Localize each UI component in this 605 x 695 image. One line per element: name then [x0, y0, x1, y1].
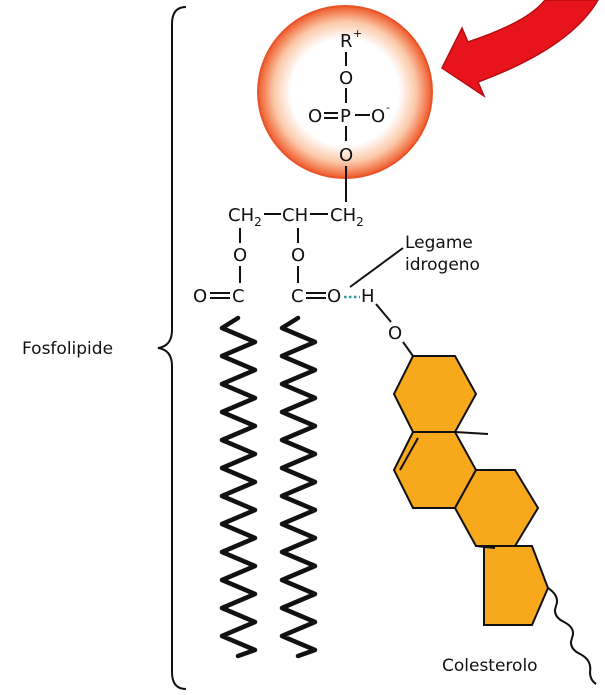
oxygen-left-atom: O [308, 106, 322, 127]
ester-oxygen-right: O [291, 245, 305, 266]
hydrogen-bond-label-line1: Legame [405, 233, 473, 253]
fatty-acid-tail-left [219, 315, 258, 659]
oxygen-bottom-atom: O [339, 145, 353, 166]
steroid-ring-a [392, 355, 478, 433]
r-group-atom: R [340, 31, 353, 52]
hydrogen-bond-label-line2: idrogeno [405, 255, 480, 275]
fatty-acid-tail-right [279, 315, 318, 659]
phospholipid-label: Fosfolipide [22, 339, 113, 359]
r-group-charge: + [353, 27, 362, 40]
carbonyl-oxygen-right: O [327, 286, 341, 307]
glycerol-ch: CH [282, 205, 308, 226]
hydrogen-atom: H [361, 286, 375, 307]
glycerol-ch2-left: CH2 [228, 205, 262, 229]
cholesterol-rings [392, 355, 550, 626]
curved-arrow-icon [441, 0, 599, 99]
cholesterol-label: Colesterolo [442, 656, 538, 676]
steroid-ring-d [483, 545, 550, 626]
ester-oxygen-left: O [233, 245, 247, 266]
carbonyl-carbon-right: C [291, 286, 304, 307]
cholesterol-tail [547, 587, 597, 685]
cholesterol-oxygen: O [388, 323, 402, 344]
oxygen-right-charge: - [386, 101, 390, 114]
oxygen-right-atom: O [371, 106, 385, 127]
carbonyl-carbon-left: C [232, 286, 245, 307]
phosphorus-atom: P [340, 106, 351, 127]
glycerol-ch2-right: CH2 [330, 205, 364, 229]
curly-brace-icon [157, 6, 187, 690]
carbonyl-oxygen-left: O [193, 286, 207, 307]
oxygen-top-atom: O [339, 68, 353, 89]
